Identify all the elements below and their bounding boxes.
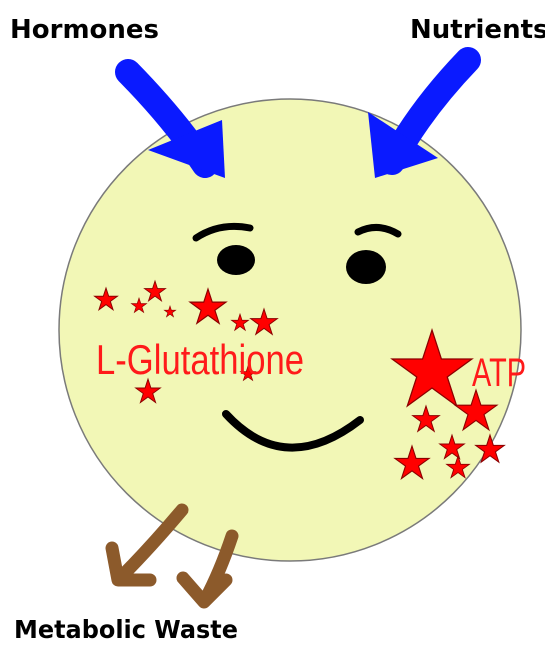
waste-arrow-left	[112, 510, 182, 580]
atp-label: ATP	[472, 351, 526, 395]
hormones-label: Hormones	[10, 15, 159, 45]
metabolic-waste-label: Metabolic Waste	[14, 615, 238, 644]
glutathione-label: L-Glutathione	[96, 336, 304, 383]
nutrients-label: Nutrients	[410, 15, 545, 45]
left-eye	[217, 245, 255, 275]
right-eye	[346, 250, 386, 284]
cell-body	[59, 99, 521, 561]
